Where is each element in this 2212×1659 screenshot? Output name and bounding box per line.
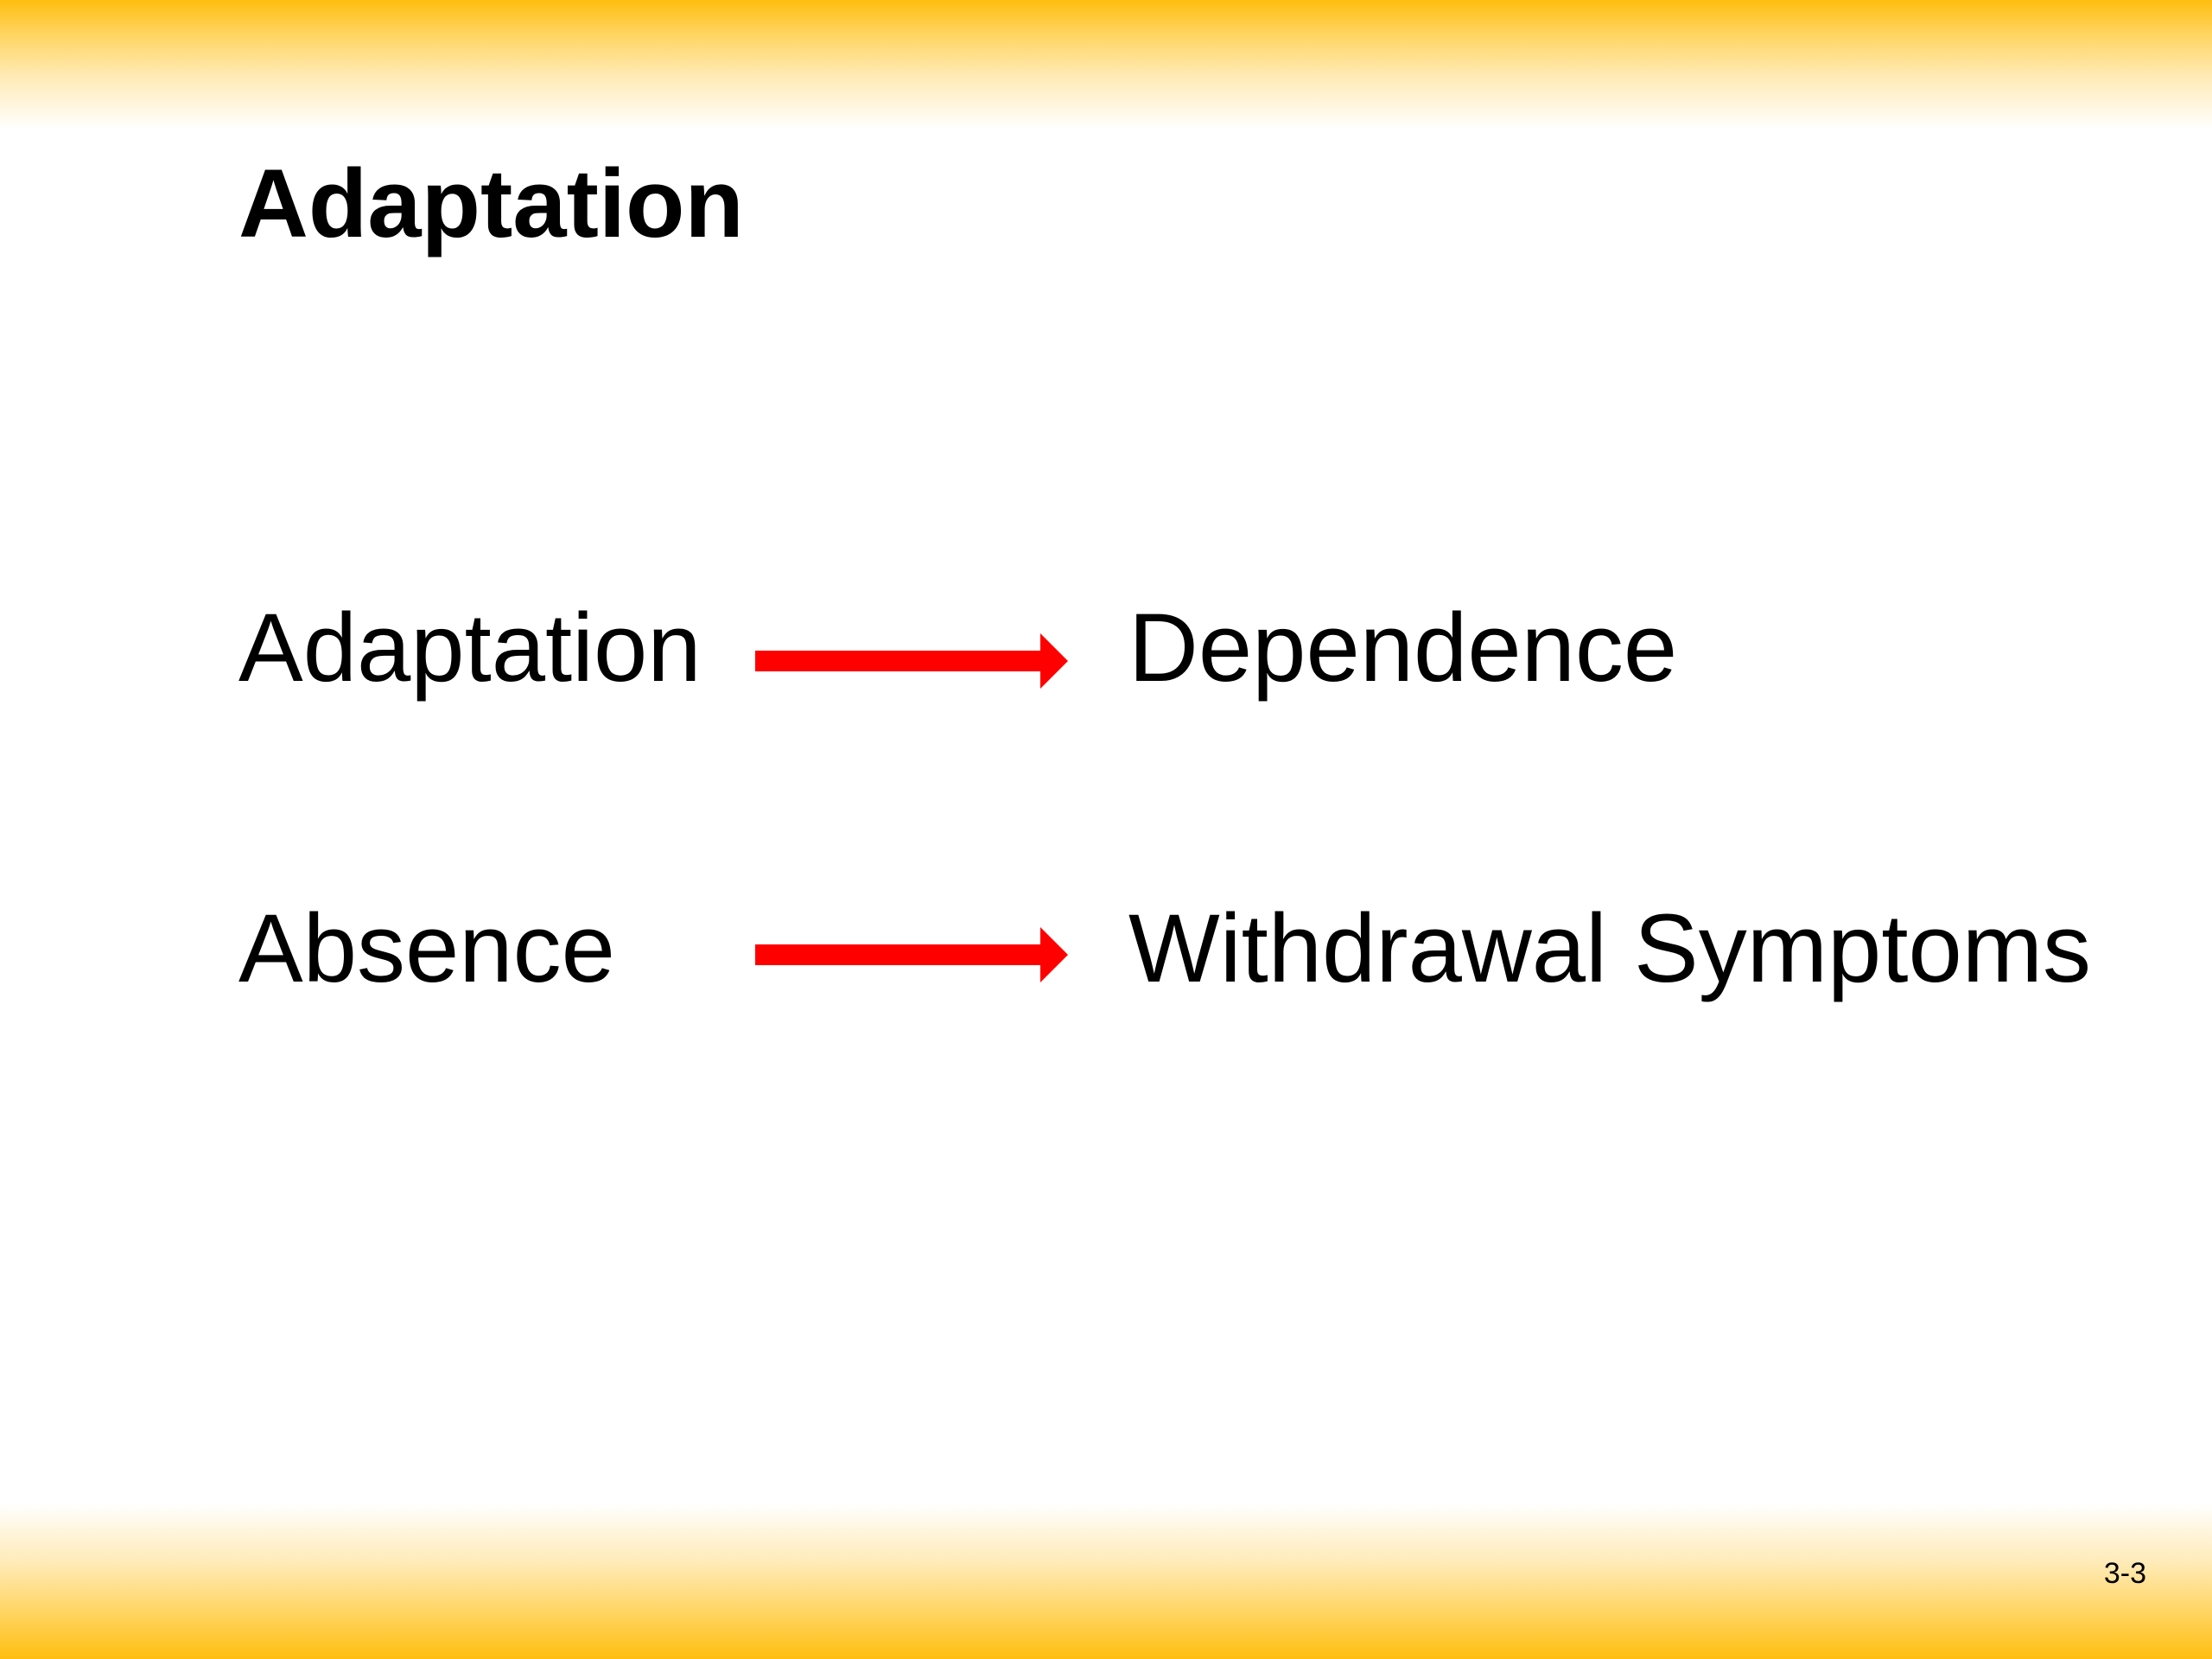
row-2-cause: Absence — [238, 894, 615, 1002]
right-arrow-icon — [755, 927, 1068, 982]
right-arrow-icon — [755, 633, 1068, 689]
slide-title: Adaptation — [238, 149, 744, 257]
top-gradient-band — [0, 0, 2212, 130]
row-1-cause: Adaptation — [238, 594, 702, 702]
row-2-effect: Withdrawal Symptoms — [1128, 894, 2092, 1002]
row-1-effect: Dependence — [1128, 594, 1678, 702]
page-number: 3-3 — [2103, 1557, 2146, 1590]
bottom-gradient-band — [0, 1503, 2212, 1659]
